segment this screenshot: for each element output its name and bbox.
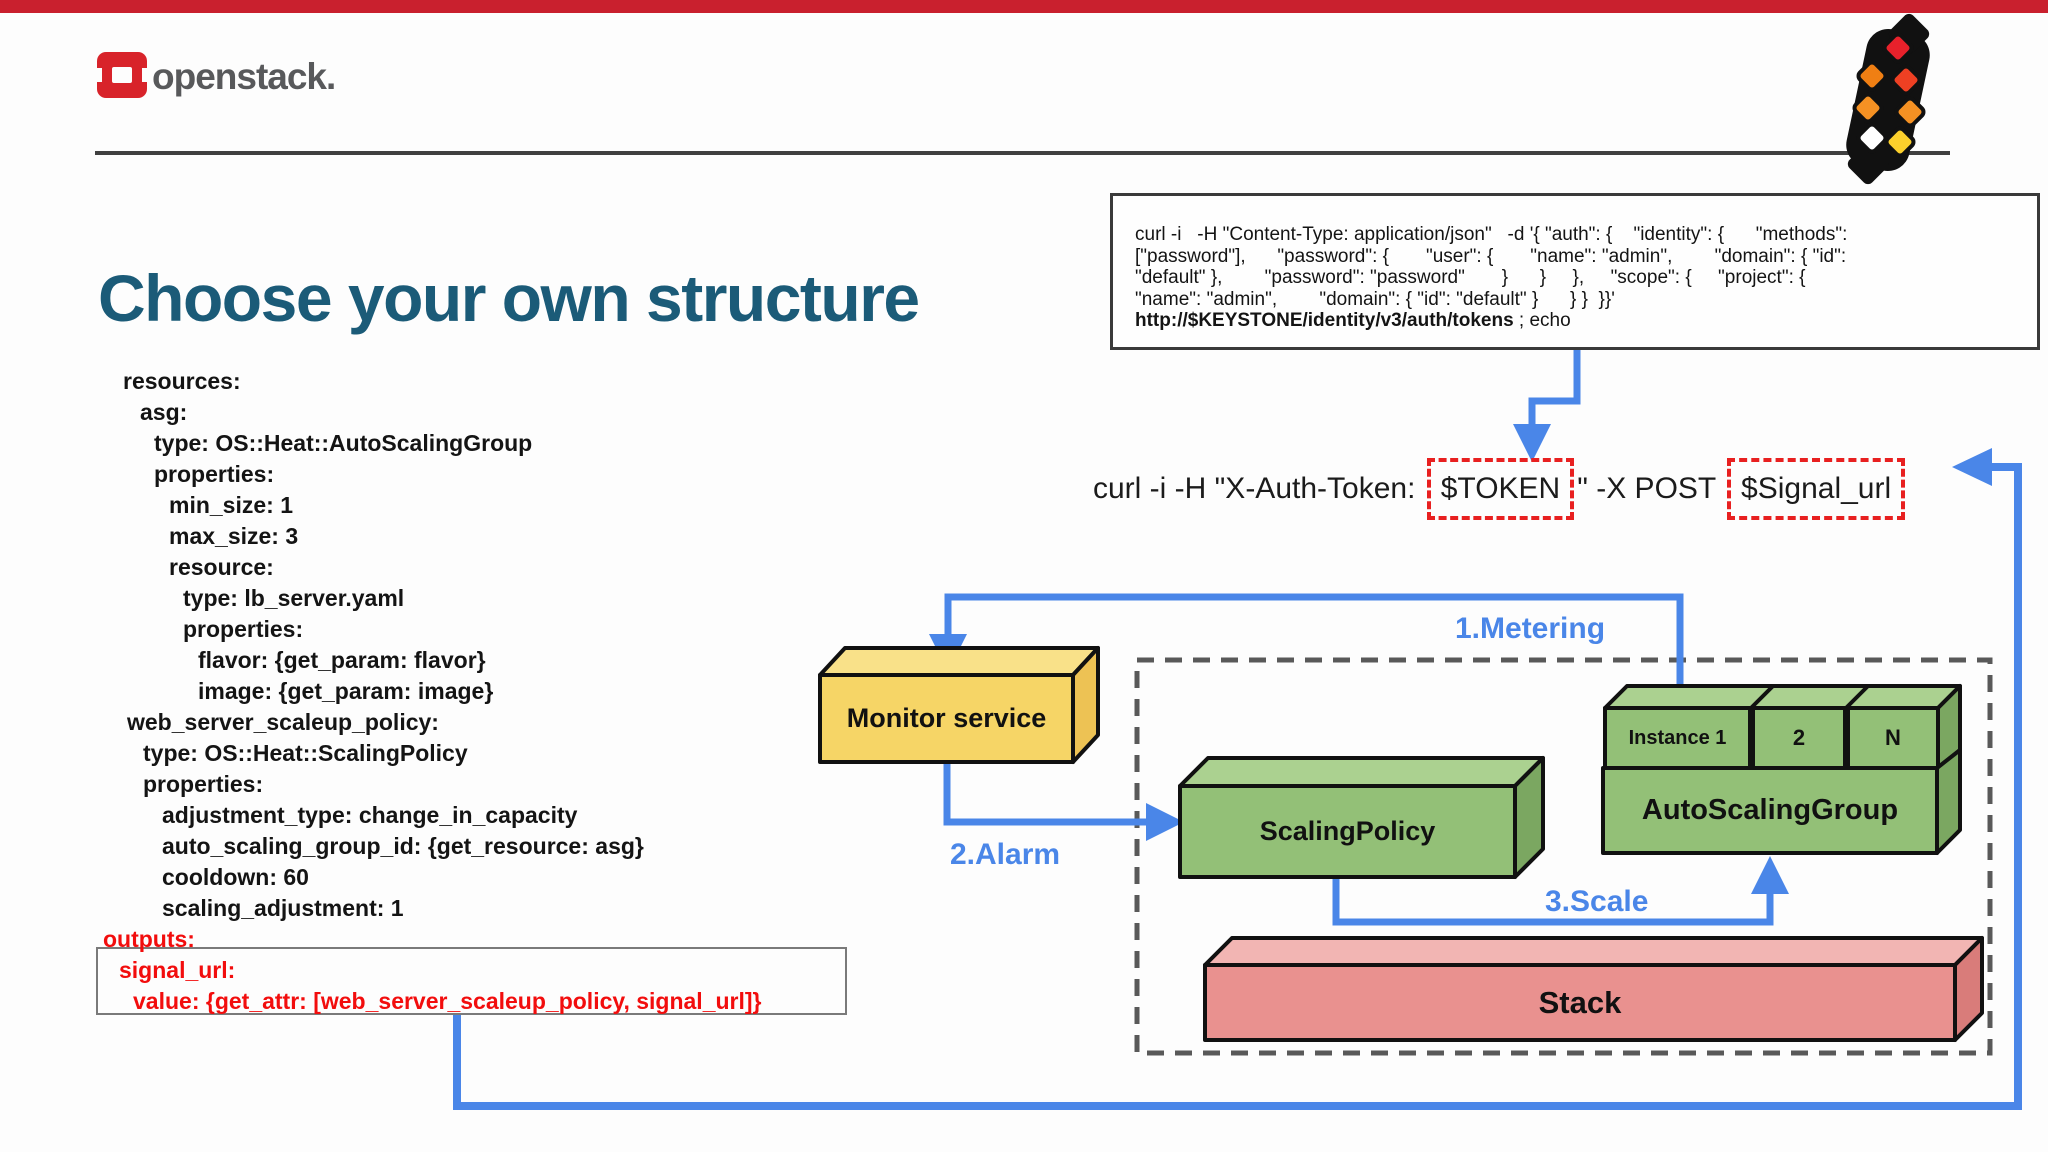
monitor-service-box <box>818 646 1100 764</box>
alarm-arrowhead <box>1146 803 1184 841</box>
yaml-line: adjustment_type: change_in_capacity <box>162 802 578 828</box>
yaml-line: auto_scaling_group_id: {get_resource: as… <box>162 833 644 859</box>
instance-n-label: N <box>1885 725 1901 750</box>
autoscaling-group-label: AutoScalingGroup <box>1641 794 1899 826</box>
scale-flow-arrow <box>1332 877 1774 926</box>
instance-1-label: Instance 1 <box>1628 726 1727 749</box>
instance-2-label: 2 <box>1792 725 1806 750</box>
openstack-logo-icon <box>93 52 151 98</box>
signal-url-flow-line <box>453 463 2022 1110</box>
yaml-line: cooldown: 60 <box>162 864 309 890</box>
signal-command-middle: " -X POST <box>1577 472 1725 505</box>
signal-command-prefix: curl -i -H "X-Auth-Token: <box>1093 472 1424 505</box>
yaml-line: signal_url: <box>119 957 236 983</box>
yaml-line: scaling_adjustment: 1 <box>162 895 404 921</box>
monitor-service-label: Monitor service <box>846 703 1047 733</box>
auth-request-lines: curl -i -H "Content-Type: application/js… <box>1135 224 2037 310</box>
outputs-highlight-box <box>96 947 847 1015</box>
auth-request-line: "name": "admin", "domain": { "id": "defa… <box>1135 288 1615 310</box>
scaling-policy-label: ScalingPolicy <box>1259 816 1436 846</box>
yaml-line: type: OS::Heat::AutoScalingGroup <box>154 430 533 456</box>
signal-curl-command: curl -i -H "X-Auth-Token: $TOKEN" -X POS… <box>1093 458 1908 520</box>
yaml-line: type: lb_server.yaml <box>183 585 405 611</box>
signal-url-placeholder: $Signal_url <box>1727 458 1906 520</box>
yaml-line: properties: <box>143 771 264 797</box>
auth-request-box: curl -i -H "Content-Type: application/js… <box>1110 193 2040 350</box>
auth-request-url-line: http://$KEYSTONE/identity/v3/auth/tokens… <box>1135 310 2037 332</box>
yaml-line: flavor: {get_param: flavor} <box>198 647 486 673</box>
auth-request-line: "default" }, "password": "password" } } … <box>1135 267 1806 288</box>
yaml-line: web_server_scaleup_policy: <box>127 709 439 735</box>
autoscaling-group-box <box>1601 684 1962 855</box>
signal-url-arrowhead <box>1952 448 1992 486</box>
top-accent-bar <box>0 0 2048 13</box>
yaml-line: resources: <box>123 368 241 394</box>
alarm-flow-arrow <box>943 762 1150 826</box>
stack-box <box>1203 936 1984 1042</box>
yaml-line: asg: <box>140 399 188 425</box>
token-arrowhead <box>1513 424 1551 462</box>
yaml-line: max_size: 3 <box>169 523 299 549</box>
stack-label: Stack <box>1538 984 1622 1020</box>
yaml-line: properties: <box>183 616 304 642</box>
scale-step-label: 3.Scale <box>1545 885 1649 918</box>
stack-boundary-dashed-rect <box>1134 657 1993 1056</box>
yaml-line: type: OS::Heat::ScalingPolicy <box>143 740 468 766</box>
metering-step-label: 1.Metering <box>1455 612 1606 645</box>
keystone-url: http://$KEYSTONE/identity/v3/auth/tokens <box>1135 310 1514 331</box>
token-flow-arrow <box>1528 350 1581 428</box>
echo-suffix: ; echo <box>1513 310 1571 331</box>
autoscaling-group-face <box>1601 766 1939 855</box>
yaml-line: resource: <box>169 554 274 580</box>
auth-request-line: ["password"], "password": { "user": { "n… <box>1135 245 1847 267</box>
openstack-wordmark: openstack. <box>152 56 336 97</box>
yaml-line: value: {get_attr: [web_server_scaleup_po… <box>133 988 762 1014</box>
metering-flow-arrow <box>944 593 1684 700</box>
page-title: Choose your own structure <box>98 261 920 335</box>
yaml-line: properties: <box>154 461 275 487</box>
alarm-step-label: 2.Alarm <box>950 838 1061 871</box>
scaling-policy-box <box>1178 756 1545 879</box>
yaml-line: image: {get_param: image} <box>198 678 494 704</box>
yaml-line: min_size: 1 <box>169 492 293 518</box>
scale-arrowhead <box>1751 856 1789 894</box>
auth-request-line: curl -i -H "Content-Type: application/js… <box>1135 224 1848 245</box>
token-placeholder: $TOKEN <box>1426 458 1575 520</box>
heat-flame-icon <box>1846 13 1930 185</box>
yaml-line: outputs: <box>103 926 195 952</box>
